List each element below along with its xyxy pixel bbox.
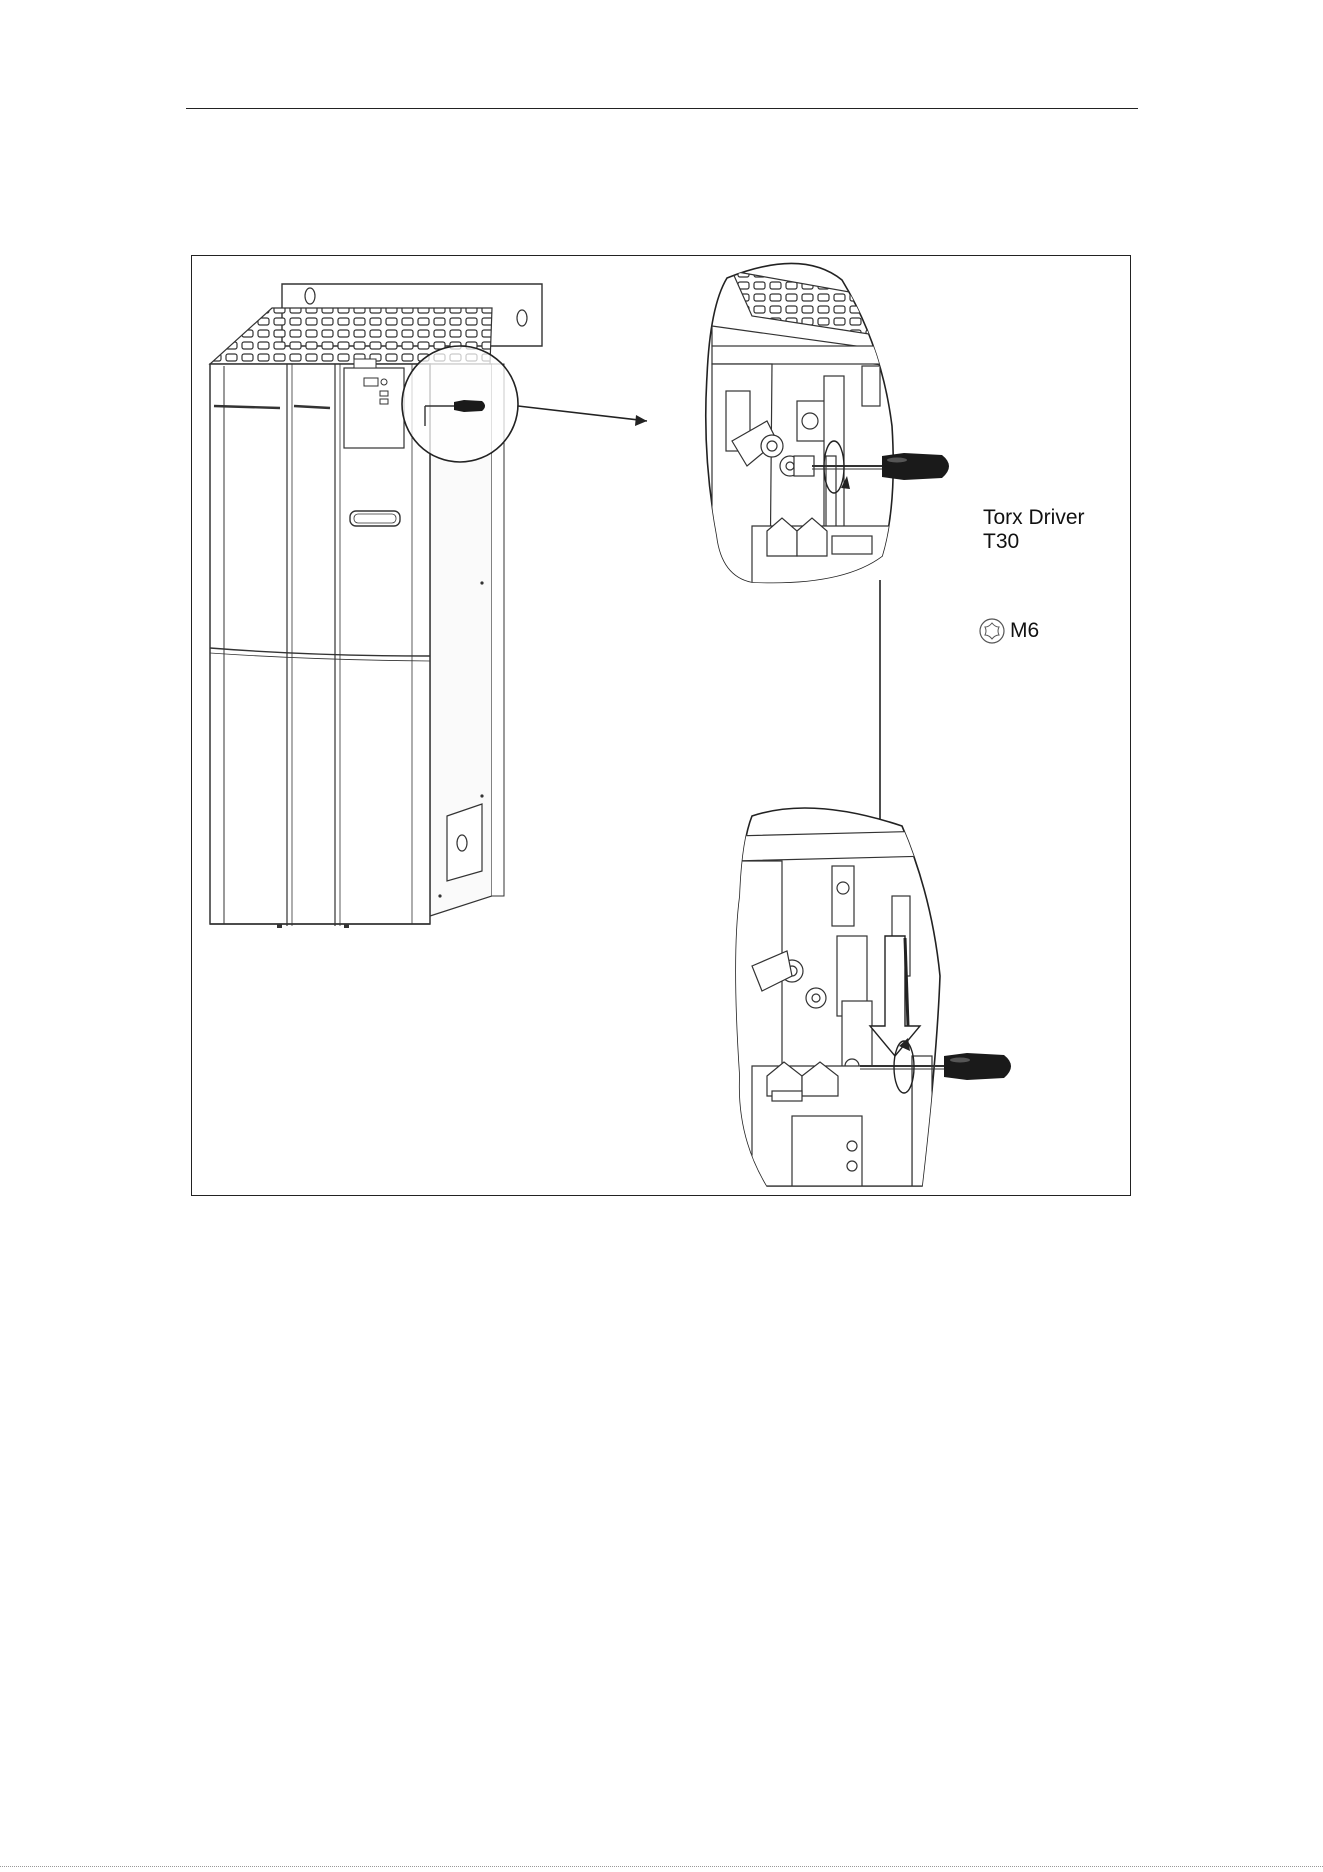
leader-arrow-head xyxy=(635,415,647,426)
front-slot xyxy=(350,511,400,526)
screw-size-label: M6 xyxy=(1010,619,1039,643)
small-screwdriver-icon xyxy=(454,400,485,412)
figure-frame: Torx Driver T30 M6 xyxy=(191,255,1131,1196)
torx-driver-handle xyxy=(882,453,949,480)
torx-driver-handle-2 xyxy=(944,1053,1011,1080)
header-rule xyxy=(186,108,1138,109)
drive-unit xyxy=(210,284,542,928)
tool-label-line1: Torx Driver xyxy=(983,506,1085,530)
installation-illustration xyxy=(192,256,1129,1194)
detail-view-remove xyxy=(732,808,1011,1186)
torx-m6-icon xyxy=(980,619,1004,643)
page-bottom-edge xyxy=(0,1866,1323,1867)
tool-label-line2: T30 xyxy=(983,530,1019,554)
detail-view-loosen xyxy=(706,263,949,586)
